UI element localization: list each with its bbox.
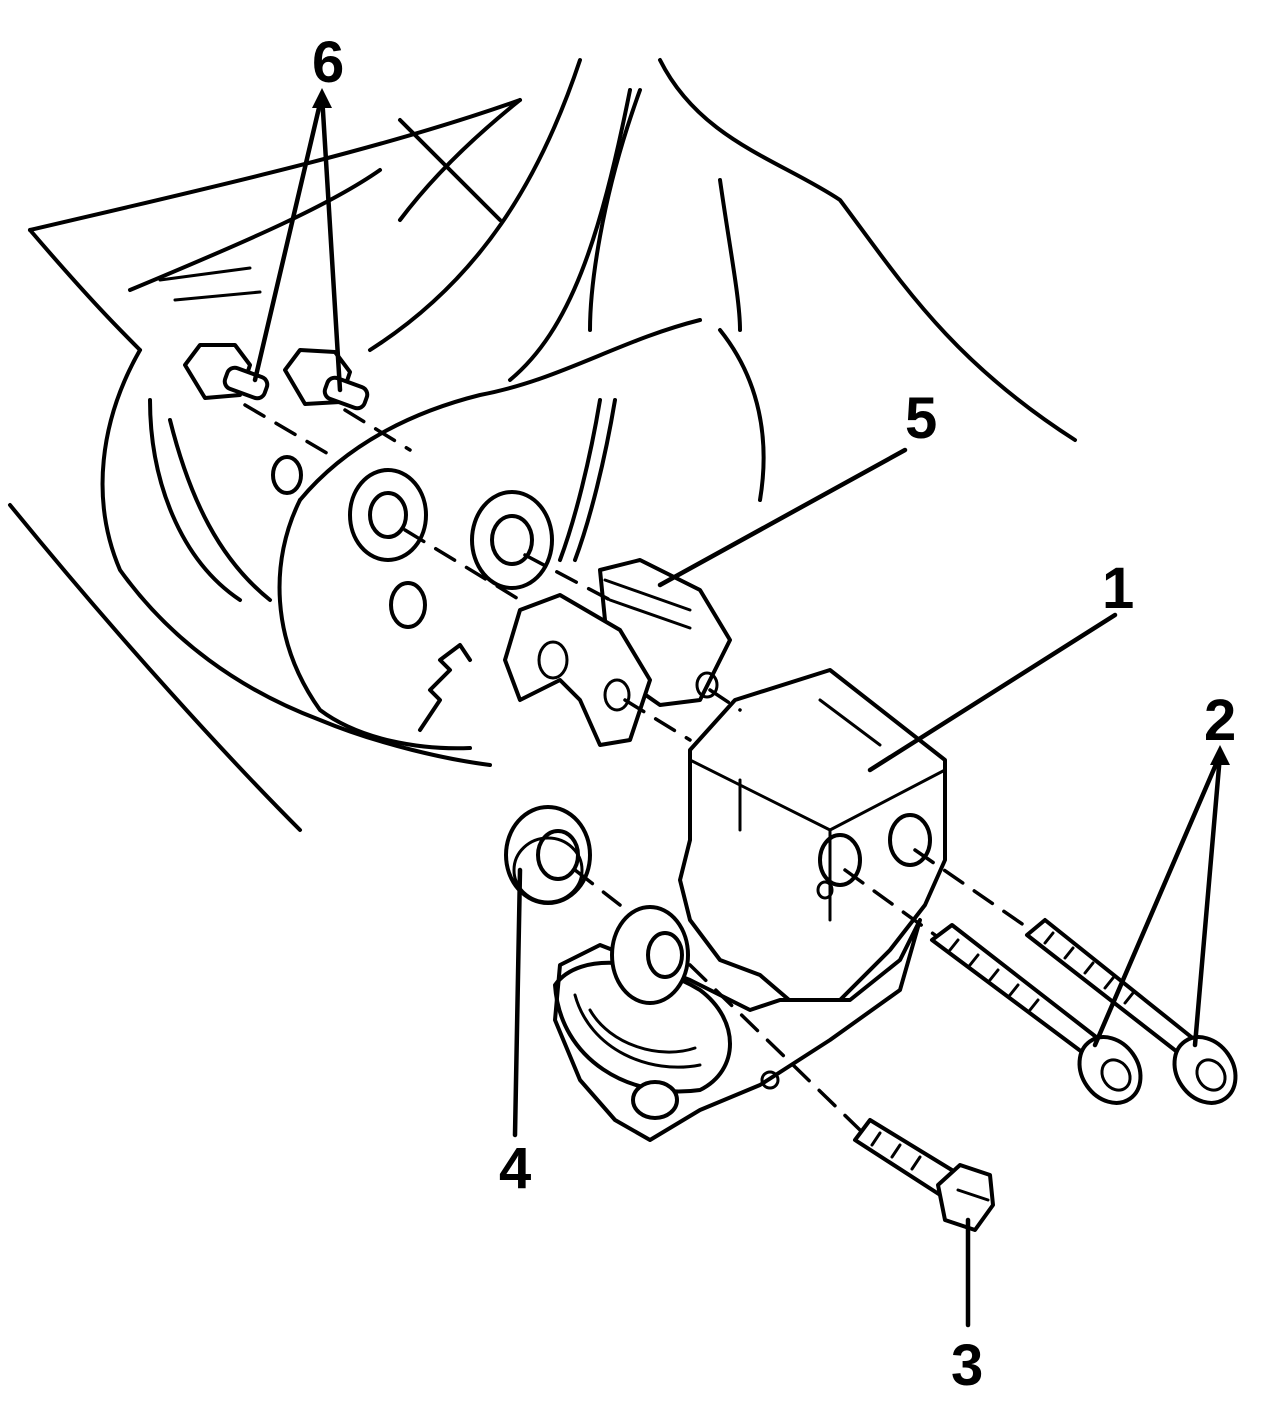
vehicle-frame-outline xyxy=(8,58,1077,832)
stud-nuts xyxy=(183,343,370,411)
callout-labels: 6 5 1 2 4 3 xyxy=(312,30,1236,1398)
callout-4: 4 xyxy=(499,1136,531,1201)
small-bracket xyxy=(503,558,732,747)
callout-3: 3 xyxy=(951,1333,983,1398)
callout-5: 5 xyxy=(905,386,937,451)
mount-nut xyxy=(504,805,592,905)
callout-6: 6 xyxy=(312,30,344,95)
leader-lines xyxy=(252,88,1230,1328)
through-bolt-upper xyxy=(1025,918,1238,1105)
through-bolts xyxy=(930,918,1238,1105)
engine-mount xyxy=(553,668,947,1142)
callout-1: 1 xyxy=(1102,556,1134,621)
lower-bolt xyxy=(853,1118,995,1232)
assembly-lines xyxy=(243,403,1030,1132)
through-bolt-lower xyxy=(930,923,1143,1105)
callout-2: 2 xyxy=(1204,688,1236,753)
stud-nut-right xyxy=(283,348,370,411)
